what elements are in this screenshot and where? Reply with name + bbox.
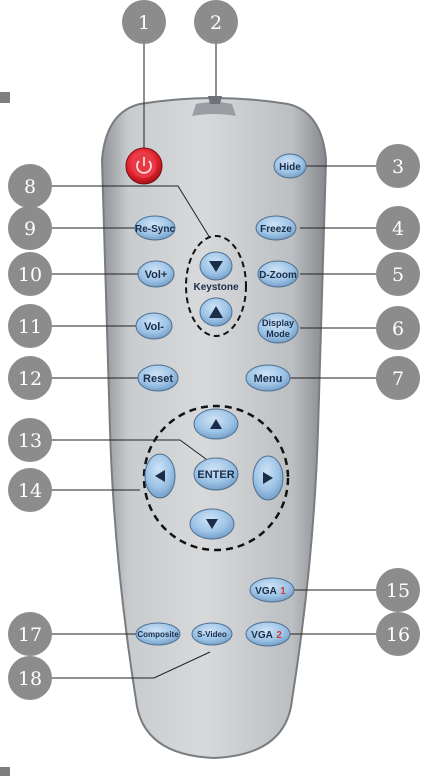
svideo-button[interactable]: S-Video <box>192 623 232 645</box>
dzoom-button-label: D-Zoom <box>259 270 297 281</box>
callout-11-label: 11 <box>18 316 42 338</box>
callout-13-label: 13 <box>18 430 42 452</box>
resync-button-label: Re-Sync <box>135 224 175 235</box>
keystone-label: Keystone <box>193 282 238 293</box>
power-button[interactable] <box>126 148 162 184</box>
callout-11: 11 <box>8 304 52 348</box>
callout-16-label: 16 <box>386 624 410 646</box>
callout-6: 6 <box>376 306 420 350</box>
callout-7-label: 7 <box>392 368 404 390</box>
enter-button[interactable]: ENTER <box>194 458 238 490</box>
callout-8-label: 8 <box>24 176 36 198</box>
callout-17-label: 17 <box>18 624 42 646</box>
display-mode-label-line2: Mode <box>266 329 290 339</box>
display-mode-button[interactable]: Display Mode <box>258 313 298 343</box>
callout-16: 16 <box>376 612 420 656</box>
nav-down-button[interactable] <box>190 509 234 539</box>
nav-left-button[interactable] <box>145 454 175 498</box>
volume-down-button[interactable]: Vol- <box>136 313 172 339</box>
callout-3-label: 3 <box>392 156 404 178</box>
keystone-up-button[interactable] <box>200 298 232 326</box>
volume-up-label: Vol+ <box>145 269 168 281</box>
callout-4: 4 <box>376 206 420 250</box>
callout-3: 3 <box>376 144 420 188</box>
callout-10: 10 <box>8 252 52 296</box>
reset-button[interactable]: Reset <box>138 365 178 391</box>
reset-button-label: Reset <box>143 373 173 385</box>
callout-2-label: 2 <box>210 12 222 34</box>
callout-1: 1 <box>122 0 166 44</box>
nav-up-button[interactable] <box>194 409 238 439</box>
vga2-button-label: VGA <box>251 630 273 641</box>
enter-button-label: ENTER <box>197 469 234 481</box>
vga1-button[interactable]: VGA 1 <box>250 578 294 602</box>
callout-8: 8 <box>8 164 52 208</box>
callout-6-label: 6 <box>392 318 404 340</box>
keystone-down-button[interactable] <box>200 252 232 280</box>
callout-7: 7 <box>376 356 420 400</box>
callout-1-label: 1 <box>138 12 150 34</box>
callout-5: 5 <box>376 252 420 296</box>
callout-2: 2 <box>194 0 238 44</box>
volume-down-label: Vol- <box>144 321 164 333</box>
menu-button-label: Menu <box>254 373 283 385</box>
vga2-button[interactable]: VGA 2 <box>246 622 290 646</box>
callout-14: 14 <box>8 468 52 512</box>
svideo-button-label: S-Video <box>197 630 227 639</box>
callout-13: 13 <box>8 418 52 462</box>
callout-10-label: 10 <box>18 264 42 286</box>
callout-15-label: 15 <box>386 580 410 602</box>
freeze-button[interactable]: Freeze <box>256 216 296 240</box>
vga1-button-label: VGA <box>255 586 277 597</box>
resync-button[interactable]: Re-Sync <box>135 216 175 240</box>
callout-9: 9 <box>8 206 52 250</box>
ir-emitter <box>208 96 222 104</box>
callout-17: 17 <box>8 612 52 656</box>
callout-12-label: 12 <box>18 368 42 390</box>
composite-button[interactable]: Composite <box>136 623 180 645</box>
callout-18-label: 18 <box>18 668 42 690</box>
remote-top-bevel <box>192 102 236 116</box>
composite-button-label: Composite <box>137 630 179 639</box>
hide-button[interactable]: Hide <box>274 154 306 178</box>
callout-18: 18 <box>8 656 52 700</box>
vga1-button-number: 1 <box>280 586 286 597</box>
callout-9-label: 9 <box>24 218 36 240</box>
vga2-button-number: 2 <box>276 630 282 641</box>
display-mode-label-line1: Display <box>262 318 294 328</box>
callout-12: 12 <box>8 356 52 400</box>
callout-14-label: 14 <box>18 480 42 502</box>
callout-4-label: 4 <box>392 218 404 240</box>
nav-right-button[interactable] <box>253 456 283 500</box>
callout-5-label: 5 <box>392 264 404 286</box>
dzoom-button[interactable]: D-Zoom <box>258 261 298 287</box>
callout-15: 15 <box>376 568 420 612</box>
menu-button[interactable]: Menu <box>246 365 290 391</box>
hide-button-label: Hide <box>279 162 301 173</box>
freeze-button-label: Freeze <box>260 224 292 235</box>
volume-up-button[interactable]: Vol+ <box>138 261 174 287</box>
